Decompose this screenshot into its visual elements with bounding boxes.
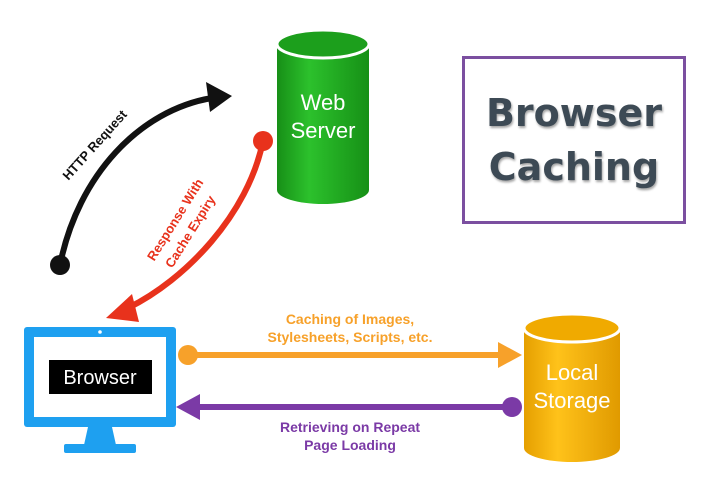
- caching-label-line2: Stylesheets, Scripts, etc.: [268, 329, 433, 345]
- retrieving-arrow: Retrieving on Repeat Page Loading: [176, 394, 522, 453]
- caching-label-line1: Caching of Images,: [286, 311, 414, 327]
- browser-monitor-icon: Browser: [24, 327, 176, 453]
- web-server-label-line1: Web: [301, 90, 346, 115]
- response-arrow: Response With Cache Expiry: [106, 131, 273, 322]
- title-line2: Caching: [488, 145, 660, 189]
- web-server-node: Web Server: [275, 28, 371, 204]
- title-line1: Browser: [485, 91, 663, 135]
- local-storage-label-line2: Storage: [533, 388, 610, 413]
- local-storage-label-line1: Local: [546, 360, 599, 385]
- retrieving-label-line1: Retrieving on Repeat: [280, 419, 420, 435]
- browser-label: Browser: [63, 367, 137, 389]
- web-server-label-line2: Server: [291, 118, 356, 143]
- retrieving-label-line2: Page Loading: [304, 437, 396, 453]
- title-box: Browser Caching: [462, 56, 686, 224]
- local-storage-node: Local Storage: [522, 312, 622, 462]
- caching-arrow: Caching of Images, Stylesheets, Scripts,…: [178, 311, 522, 368]
